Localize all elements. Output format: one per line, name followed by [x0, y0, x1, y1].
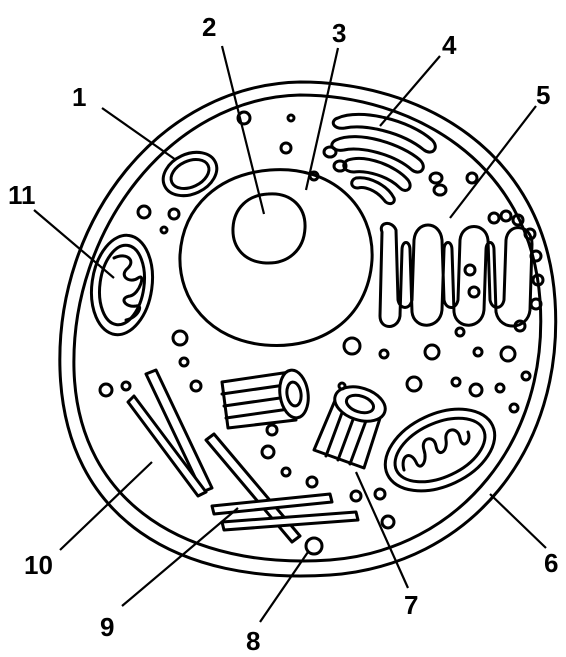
mitochondrion-right [372, 393, 508, 507]
leader-6 [490, 494, 546, 548]
label-8: 8 [246, 626, 260, 656]
label-3: 3 [332, 18, 346, 48]
label-2: 2 [202, 12, 216, 42]
label-7: 7 [404, 590, 418, 620]
leader-2 [222, 46, 264, 214]
label-11: 11 [8, 180, 36, 210]
label-10: 10 [24, 550, 53, 580]
centriole-vertical [314, 381, 390, 468]
leader-4 [380, 56, 440, 126]
leader-8 [260, 552, 308, 622]
leader-5 [450, 106, 536, 218]
label-6: 6 [544, 548, 558, 578]
label-1: 1 [72, 82, 86, 112]
label-4: 4 [442, 30, 457, 60]
nucleus [180, 170, 372, 346]
label-5: 5 [536, 80, 550, 110]
leader-9 [122, 508, 238, 606]
leader-1 [102, 108, 176, 160]
endoplasmic-reticulum [380, 211, 543, 331]
centriole-horizontal [222, 368, 311, 428]
lysosome [306, 538, 322, 554]
label-9: 9 [100, 612, 114, 642]
nucleolus [233, 194, 305, 263]
